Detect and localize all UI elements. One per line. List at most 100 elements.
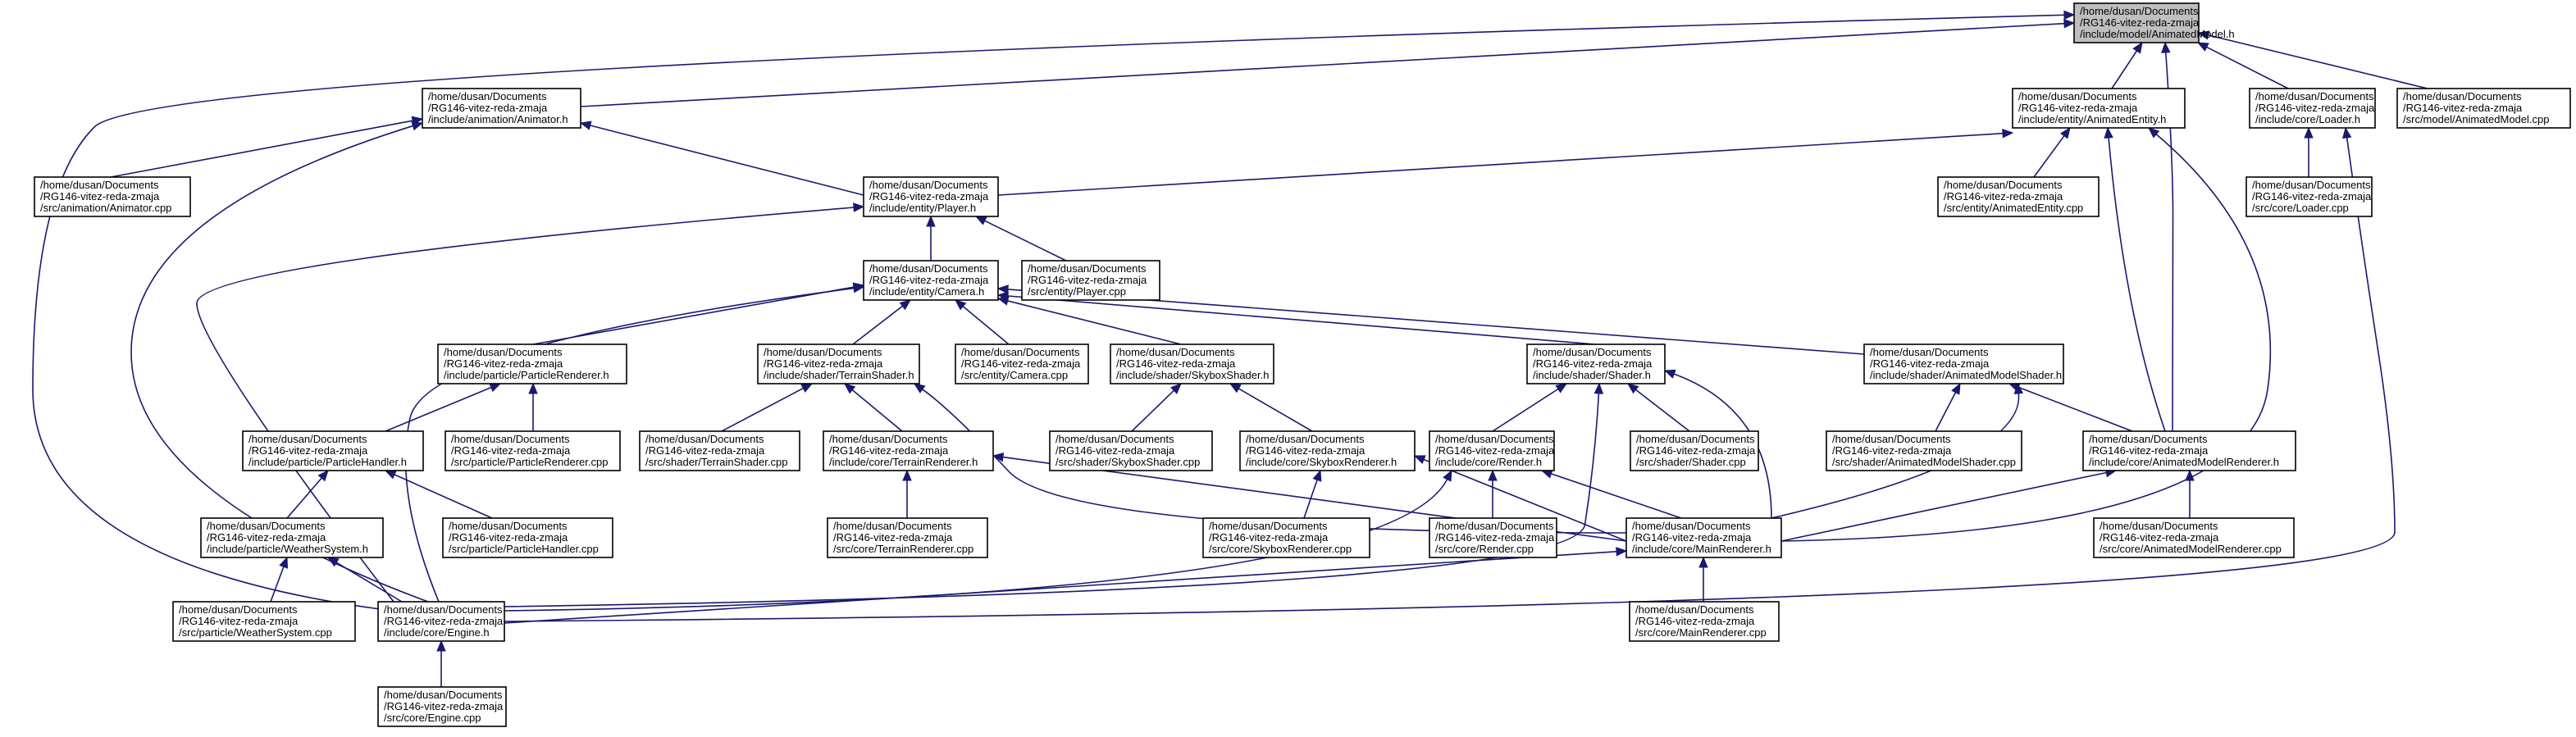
node-particleHandlerH[interactable]: /home/dusan/Documents/RG146-vitez-reda-z…: [242, 430, 424, 471]
node-box: [823, 430, 994, 471]
edge-mainRendererH-to-renderH: [1540, 469, 1682, 519]
node-cameraCpp[interactable]: /home/dusan/Documents/RG146-vitez-reda-z…: [955, 343, 1089, 384]
node-terrainRendererH[interactable]: /home/dusan/Documents/RG146-vitez-reda-z…: [823, 430, 994, 471]
edge-line: [2108, 137, 2166, 432]
node-particleRendererCpp[interactable]: /home/dusan/Documents/RG146-vitez-reda-z…: [445, 430, 621, 471]
node-label-line: /src/particle/ParticleHandler.cpp: [449, 543, 599, 555]
node-label-line: /home/dusan/Documents: [2100, 520, 2218, 532]
node-label-line: /home/dusan/Documents: [384, 689, 503, 701]
node-label-line: /home/dusan/Documents: [179, 603, 298, 616]
arrowhead-icon: [579, 121, 592, 130]
node-animatedEntityH[interactable]: /home/dusan/Documents/RG146-vitez-reda-z…: [2012, 88, 2186, 129]
edge-line: [962, 306, 1010, 345]
node-animatorH[interactable]: /home/dusan/Documents/RG146-vitez-reda-z…: [422, 88, 581, 129]
node-label-line: /home/dusan/Documents: [1870, 346, 1989, 358]
edge-line: [721, 387, 804, 432]
node-animatedModelRendererH[interactable]: /home/dusan/Documents/RG146-vitez-reda-z…: [2082, 430, 2296, 471]
node-label-line: /home/dusan/Documents: [451, 433, 570, 445]
edge-line: [1303, 480, 1318, 519]
node-weatherSystemCpp[interactable]: /home/dusan/Documents/RG146-vitez-reda-z…: [172, 601, 356, 642]
node-particleRendererH[interactable]: /home/dusan/Documents/RG146-vitez-reda-z…: [437, 343, 627, 384]
node-label-line: /src/entity/AnimatedEntity.cpp: [1944, 202, 2083, 214]
node-cameraH[interactable]: /home/dusan/Documents/RG146-vitez-reda-z…: [863, 260, 999, 301]
arrowhead-icon: [436, 639, 446, 652]
node-renderCpp[interactable]: /home/dusan/Documents/RG146-vitez-reda-z…: [1429, 517, 1557, 558]
edge-mainRendererH-to-animatedEntityH: [1780, 127, 2272, 542]
node-animatedModelRendererCpp[interactable]: /home/dusan/Documents/RG146-vitez-reda-z…: [2093, 517, 2295, 558]
node-box: [1630, 430, 1759, 471]
arrowhead-icon: [2161, 41, 2171, 53]
node-terrainRendererCpp[interactable]: /home/dusan/Documents/RG146-vitez-reda-z…: [827, 517, 988, 558]
node-label-line: /home/dusan/Documents: [449, 520, 568, 532]
node-animatedEntityCpp[interactable]: /home/dusan/Documents/RG146-vitez-reda-z…: [1937, 176, 2100, 217]
node-label-line: /home/dusan/Documents: [2252, 179, 2371, 191]
edge-mainRendererH-to-skyboxRendererH: [1413, 455, 1627, 542]
node-engineH[interactable]: /home/dusan/Documents/RG146-vitez-reda-z…: [377, 601, 505, 642]
edge-line: [404, 287, 855, 603]
node-label-line: /home/dusan/Documents: [207, 520, 326, 532]
node-box: [445, 430, 621, 471]
node-label-line: /RG146-vitez-reda-zmaja: [829, 444, 949, 457]
node-playerH[interactable]: /home/dusan/Documents/RG146-vitez-reda-z…: [863, 176, 999, 217]
node-shaderCpp[interactable]: /home/dusan/Documents/RG146-vitez-reda-z…: [1630, 430, 1759, 471]
node-renderH[interactable]: /home/dusan/Documents/RG146-vitez-reda-z…: [1429, 430, 1555, 471]
arrowhead-icon: [279, 556, 289, 569]
node-label-line: /RG146-vitez-reda-zmaja: [764, 357, 883, 370]
node-label-line: /RG146-vitez-reda-zmaja: [1055, 444, 1175, 457]
node-label-line: /src/core/Engine.cpp: [384, 712, 481, 724]
arrowhead-icon: [1488, 469, 1498, 481]
node-box: [442, 517, 613, 558]
arrowhead-icon: [955, 299, 967, 311]
node-loaderH[interactable]: /home/dusan/Documents/RG146-vitez-reda-z…: [2249, 88, 2376, 129]
arrowhead-icon: [1593, 382, 1604, 394]
arrowhead-icon: [326, 557, 340, 567]
node-animatedModelCpp[interactable]: /home/dusan/Documents/RG146-vitez-reda-z…: [2396, 88, 2571, 129]
node-animatedModelH[interactable]: /home/dusan/Documents/RG146-vitez-reda-z…: [2073, 2, 2235, 43]
node-label-line: /src/core/AnimatedModelRenderer.cpp: [2100, 543, 2282, 555]
node-shaderH[interactable]: /home/dusan/Documents/RG146-vitez-reda-z…: [1526, 343, 1666, 384]
node-label-line: /include/core/Render.h: [1435, 456, 1542, 468]
edge-line: [335, 562, 403, 603]
node-label-line: /src/core/Render.cpp: [1435, 543, 1534, 555]
node-box: [1937, 176, 2100, 217]
node-label-line: /RG146-vitez-reda-zmaja: [1435, 531, 1555, 544]
node-label-line: /RG146-vitez-reda-zmaja: [2252, 190, 2372, 202]
node-mainRendererH[interactable]: /home/dusan/Documents/RG146-vitez-reda-z…: [1625, 517, 1782, 558]
node-label-line: /home/dusan/Documents: [384, 603, 503, 616]
node-skyboxRendererCpp[interactable]: /home/dusan/Documents/RG146-vitez-reda-z…: [1202, 517, 1370, 558]
arrowhead-icon: [1170, 383, 1182, 394]
edge-line: [851, 389, 903, 432]
node-box: [1021, 260, 1160, 301]
node-mainRendererCpp[interactable]: /home/dusan/Documents/RG146-vitez-reda-z…: [1629, 601, 1780, 642]
node-terrainShaderCpp[interactable]: /home/dusan/Documents/RG146-vitez-reda-z…: [639, 430, 800, 471]
node-animatedModelShaderCpp[interactable]: /home/dusan/Documents/RG146-vitez-reda-z…: [1826, 430, 2022, 471]
node-loaderCpp[interactable]: /home/dusan/Documents/RG146-vitez-reda-z…: [2245, 176, 2373, 217]
node-label-line: /RG146-vitez-reda-zmaja: [833, 531, 953, 544]
node-label-line: /src/particle/WeatherSystem.cpp: [179, 626, 332, 639]
node-skyboxShaderH[interactable]: /home/dusan/Documents/RG146-vitez-reda-z…: [1110, 343, 1274, 384]
node-particleHandlerCpp[interactable]: /home/dusan/Documents/RG146-vitez-reda-z…: [442, 517, 613, 558]
edge-shaderCpp-to-shaderH: [1626, 383, 1690, 432]
edge-line: [2206, 46, 2289, 89]
node-terrainShaderH[interactable]: /home/dusan/Documents/RG146-vitez-reda-z…: [757, 343, 920, 384]
edge-line: [1007, 300, 1182, 345]
node-box: [1863, 343, 2064, 384]
node-label-line: /home/dusan/Documents: [2080, 5, 2199, 17]
node-label-line: /RG146-vitez-reda-zmaja: [1435, 444, 1555, 457]
node-skyboxRendererH[interactable]: /home/dusan/Documents/RG146-vitez-reda-z…: [1239, 430, 1416, 471]
node-label-line: /include/particle/WeatherSystem.h: [207, 543, 368, 555]
node-animatedModelShaderH[interactable]: /home/dusan/Documents/RG146-vitez-reda-z…: [1863, 343, 2064, 384]
edge-terrainShaderCpp-to-terrainShaderH: [721, 383, 814, 432]
node-skyboxShaderCpp[interactable]: /home/dusan/Documents/RG146-vitez-reda-z…: [1049, 430, 1213, 471]
arrowhead-icon: [2013, 382, 2024, 395]
edge-animatedModelCpp-to-animatedModelH: [2197, 30, 2428, 89]
node-playerCpp[interactable]: /home/dusan/Documents/RG146-vitez-reda-z…: [1021, 260, 1160, 301]
node-weatherSystemH[interactable]: /home/dusan/Documents/RG146-vitez-reda-z…: [200, 517, 384, 558]
node-label-line: /src/core/Loader.cpp: [2252, 202, 2349, 214]
node-engineCpp[interactable]: /home/dusan/Documents/RG146-vitez-reda-z…: [377, 686, 507, 727]
node-animatorCpp[interactable]: /home/dusan/Documents/RG146-vitez-reda-z…: [34, 176, 191, 217]
edge-mainRendererCpp-to-mainRendererH: [1698, 556, 1708, 602]
edge-line: [504, 393, 1600, 607]
edge-line: [286, 477, 322, 519]
node-label-line: /RG146-vitez-reda-zmaja: [2018, 102, 2138, 114]
